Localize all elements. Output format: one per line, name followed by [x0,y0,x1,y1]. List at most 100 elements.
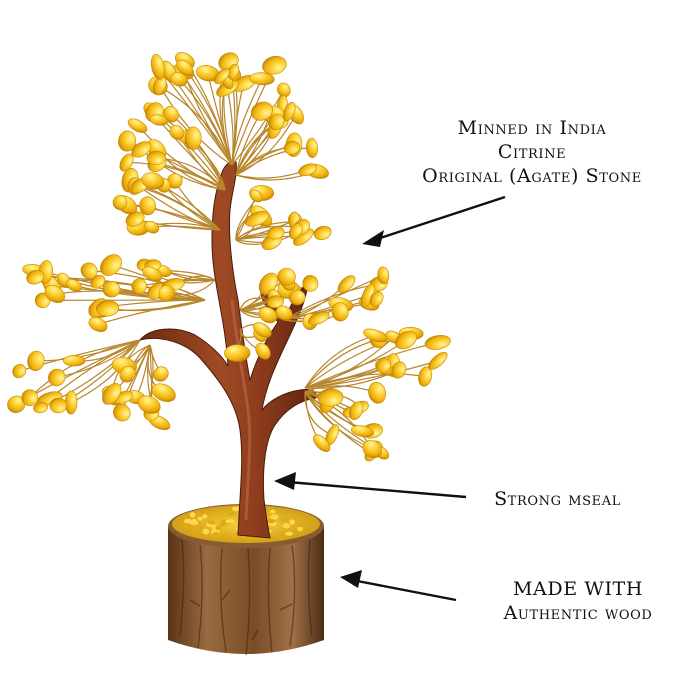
gravel-chip [189,512,196,518]
citrine-chip [424,335,451,350]
wire-strand [56,339,141,379]
callout-stone: Minned in India Citrine Original (Agate)… [398,116,666,188]
citrine-chip [312,434,331,452]
callout-stone-line1: Minned in India [457,117,607,139]
citrine-chip [258,306,278,324]
citrine-chip [119,153,134,172]
citrine-chip [149,114,169,126]
citrine-chip [139,196,156,216]
callout-wood: MADE WITH Authentic wood [468,577,688,625]
citrine-chip [350,425,374,438]
arrow-stone [362,195,506,247]
citrine-chip [377,266,390,285]
callout-mseal-line1: Strong mseal [494,488,621,510]
callout-stone-line2: Citrine [497,141,567,163]
citrine-chip [258,272,278,295]
citrine-chip [302,274,319,292]
citrine-chip [307,311,330,325]
citrine-chip [306,137,318,159]
wire-strand [235,113,297,176]
citrine-chip [12,363,27,379]
citrine-chip [95,300,120,317]
callout-wood-line1: MADE WITH [513,578,643,600]
wire-strand [304,360,438,389]
citrine-chip [298,163,318,177]
citrine-chip [66,279,82,292]
citrine-chip [100,254,122,276]
citrine-chip [119,366,136,383]
citrine-chip [428,351,448,370]
citrine-chip [127,118,148,133]
wire-strand [158,119,226,191]
citrine-chip [262,55,287,75]
callout-wood-line2: Authentic wood [503,602,653,624]
citrine-chip [368,381,387,404]
citrine-chip [33,402,49,414]
citrine-chip [277,267,296,286]
citrine-chip [394,330,418,350]
gravel-chip [296,521,304,528]
gravel-chip [183,518,193,524]
citrine-chip [151,383,176,402]
citrine-chip [144,220,160,234]
gravel-chip [249,535,256,541]
citrine-chip [176,59,194,76]
wire-strand [178,78,233,166]
wire-strand [137,125,226,191]
citrine-chip [44,284,66,304]
gravel-chip [221,533,230,539]
citrine-chip [418,366,433,387]
citrine-chip [250,101,273,121]
citrine-chip [141,172,165,190]
citrine-chip [153,366,169,382]
gravel-chip [191,529,202,536]
wire-strand [139,185,221,231]
gravel-chip [270,509,276,514]
citrine-chip [26,269,45,285]
wire-strand [54,290,206,301]
gravel-chip [285,531,294,536]
gravel-chip [196,511,202,516]
citrine-chip [362,439,382,459]
wire-strand [304,341,438,389]
gravel-chip [215,526,222,530]
wire-strand [97,299,206,326]
citrine-chip [80,262,98,279]
gravel-chip [225,519,231,524]
citrine-chip [102,383,122,405]
citrine-chip [213,68,230,84]
citrine-chip [267,226,285,240]
gravel-chip [211,524,217,530]
gravel-chip [278,535,286,540]
citrine-chip [150,54,165,80]
gravel-chip [267,518,276,524]
citrine-chip [283,101,296,122]
citrine-chip [249,72,275,86]
citrine-chip [255,342,271,360]
citrine-chip [283,140,300,155]
gravel-chip [211,531,219,538]
citrine-chip [349,401,364,421]
arrow-wood [340,570,457,602]
gravel-chip [207,520,216,525]
citrine-chip [113,403,131,422]
gravel-chip [202,528,210,535]
citrine-chip [146,150,166,166]
wire-strand [304,373,426,389]
citrine-chip [48,368,66,387]
gravel-chip [270,514,279,520]
citrine-chip [102,281,121,298]
wire-strand [219,76,233,166]
citrine-chip [118,130,137,152]
citrine-chip [331,302,349,322]
citrine-chip [131,278,147,295]
citrine-chip [49,397,68,414]
gravel-chip [191,518,197,524]
citrine-chip [369,291,384,307]
citrine-chip [288,289,306,306]
gravel-chip [297,526,303,532]
wire-strand [304,334,376,389]
citrine-chip [27,350,45,372]
